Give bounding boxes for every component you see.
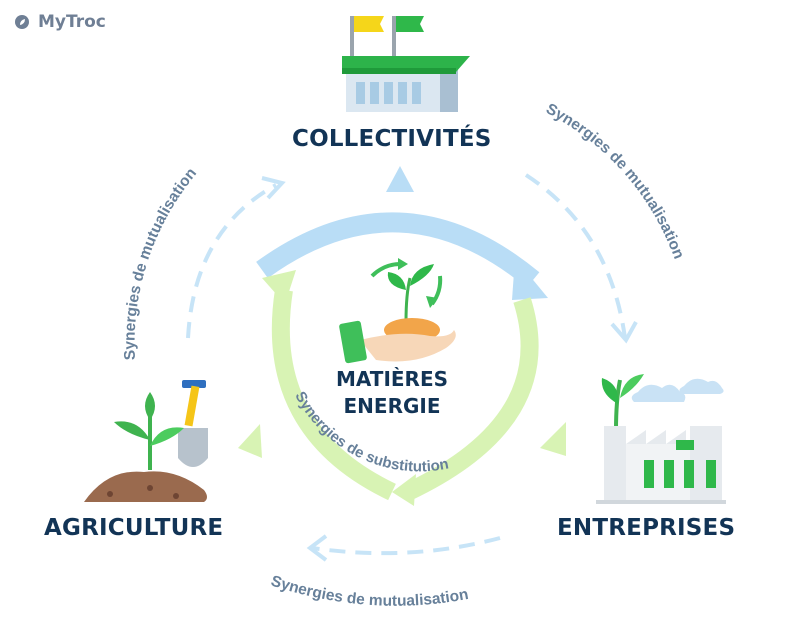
hand-holding-seedling-icon <box>339 258 456 364</box>
edge-label-bottom: Synergies de mutualisation <box>269 573 470 610</box>
sprout-shovel-icon <box>84 380 208 502</box>
brand-name: MyTroc <box>38 12 106 32</box>
building-with-flags-icon <box>342 16 470 112</box>
node-label-agriculture: AGRICULTURE <box>44 515 224 541</box>
brand: MyTroc <box>14 12 106 32</box>
dashed-arrow-left <box>186 176 286 339</box>
dashed-arrow-bottom <box>306 534 501 562</box>
dashed-arrow-right <box>524 173 638 344</box>
center-label-line1: MATIÈRES <box>335 367 449 391</box>
inner-arc-green-right <box>392 297 566 506</box>
inner-arrow-up <box>386 166 414 192</box>
inner-arc-blue <box>256 212 548 300</box>
center-label: MATIÈRES ENERGIE <box>318 366 466 420</box>
node-label-entreprises: ENTREPRISES <box>557 515 736 541</box>
inner-arc-green-left <box>238 270 396 501</box>
node-label-collectivites: COLLECTIVITÉS <box>292 126 492 152</box>
factory-icon <box>596 374 726 504</box>
leaf-logo-icon <box>15 15 29 29</box>
center-label-line2: ENERGIE <box>343 394 441 418</box>
edge-label-right: Synergies de mutualisation <box>543 100 687 261</box>
